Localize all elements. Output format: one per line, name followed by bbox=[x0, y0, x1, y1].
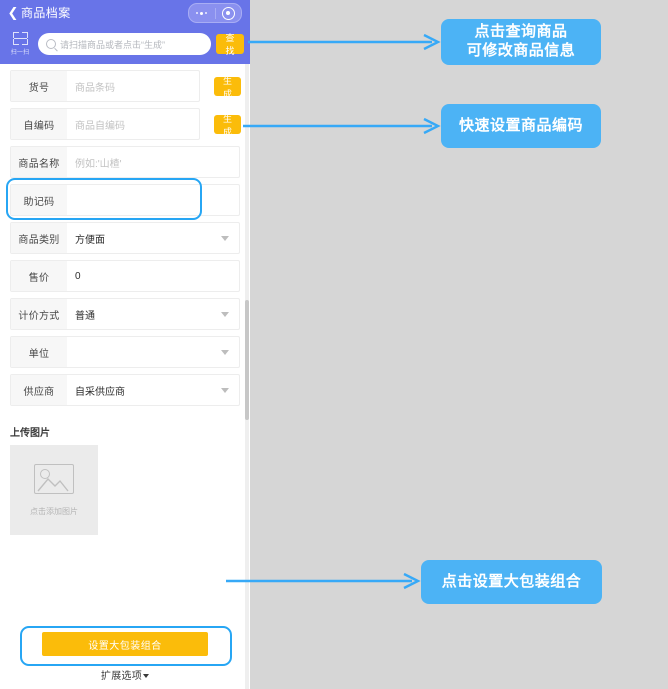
callout-line: 点击设置大包装组合 bbox=[441, 572, 582, 590]
form-row-8: 供应商自采供应商 bbox=[10, 374, 240, 406]
mini-program-screen: ❮ 商品档案 扫一扫 请扫描商品或者点击“生成” bbox=[0, 0, 250, 689]
form-row-1: 自编码商品自编码 生成 bbox=[10, 108, 241, 140]
find-button[interactable]: 查找 bbox=[216, 33, 244, 56]
capsule-divider bbox=[214, 7, 216, 19]
search-bar: 扫一扫 请扫描商品或者点击“生成” 查找 bbox=[0, 24, 250, 64]
callout-line: 可修改商品信息 bbox=[466, 42, 576, 59]
form-row-4: 商品类别方便面 bbox=[10, 222, 240, 254]
field-input-value[interactable] bbox=[67, 185, 239, 215]
callout-big-package: 点击设置大包装组合 bbox=[421, 560, 602, 604]
field-label: 助记码 bbox=[11, 185, 67, 215]
more-menu-button[interactable] bbox=[189, 4, 215, 22]
chevron-down-icon bbox=[221, 387, 229, 393]
field-input-value[interactable]: 商品条码 bbox=[75, 82, 115, 94]
callout-self-code: 快速设置商品编码 bbox=[441, 104, 601, 148]
field-select-value[interactable]: 普通 bbox=[75, 310, 95, 322]
field-input-value[interactable]: 例如:'山楂' bbox=[75, 158, 122, 170]
field-select-value[interactable] bbox=[67, 337, 221, 367]
expand-options-toggle[interactable]: 扩展选项 bbox=[0, 667, 250, 682]
chevron-down-icon bbox=[221, 235, 229, 241]
scan-code-icon bbox=[12, 32, 28, 45]
form-row-0: 货号商品条码 生成 bbox=[10, 70, 241, 102]
arrow-right-icon-3 bbox=[226, 572, 421, 590]
set-big-package-button[interactable]: 设置大包装组合 bbox=[42, 632, 208, 656]
search-icon bbox=[46, 39, 56, 49]
field-label: 供应商 bbox=[11, 375, 67, 405]
upload-section-title: 上传图片 bbox=[10, 428, 50, 439]
arrow-right-icon-1 bbox=[248, 33, 441, 51]
product-form: 货号商品条码生成自编码商品自编码生成商品名称例如:'山楂'助记码商品类别方便面售… bbox=[0, 64, 250, 689]
callout-line: 点击查询商品 bbox=[474, 23, 568, 41]
field-select-value[interactable]: 方便面 bbox=[75, 234, 105, 246]
field-select-value[interactable]: 自采供应商 bbox=[75, 386, 125, 398]
form-row-6: 计价方式普通 bbox=[10, 298, 240, 330]
field-label: 单位 bbox=[11, 337, 67, 367]
field-input-value[interactable]: 商品自编码 bbox=[75, 120, 125, 132]
close-miniprogram-button[interactable] bbox=[216, 4, 242, 22]
wechat-capsule-bar bbox=[188, 3, 242, 23]
form-field-list: 货号商品条码生成自编码商品自编码生成商品名称例如:'山楂'助记码商品类别方便面售… bbox=[0, 70, 250, 406]
scrollbar-thumb[interactable] bbox=[245, 300, 249, 420]
form-row-3: 助记码 bbox=[10, 184, 240, 216]
image-placeholder-icon bbox=[34, 463, 74, 494]
field-label: 自编码 bbox=[11, 109, 67, 139]
more-dots-icon bbox=[196, 11, 208, 15]
search-placeholder: 请扫描商品或者点击“生成” bbox=[60, 39, 165, 50]
field-label: 计价方式 bbox=[11, 299, 67, 329]
scan-code-button[interactable]: 扫一扫 bbox=[7, 32, 33, 56]
chevron-down-icon bbox=[221, 349, 229, 355]
navigation-bar: ❮ 商品档案 bbox=[0, 0, 250, 24]
callout-line: 快速设置商品编码 bbox=[458, 116, 583, 134]
generate-button[interactable]: 生成 bbox=[214, 76, 241, 99]
field-input-value[interactable]: 0 bbox=[75, 270, 81, 282]
form-row-7: 单位 bbox=[10, 336, 240, 368]
field-label: 商品类别 bbox=[11, 223, 67, 253]
chevron-down-icon bbox=[221, 311, 229, 317]
upload-image-button[interactable]: 点击添加图片 bbox=[10, 445, 98, 535]
scan-label: 扫一扫 bbox=[10, 50, 30, 56]
expand-options-label: 扩展选项 bbox=[100, 671, 143, 682]
upload-image-label: 点击添加图片 bbox=[30, 506, 78, 516]
page-title: 商品档案 bbox=[21, 5, 71, 20]
arrow-right-icon-2 bbox=[243, 117, 441, 135]
back-icon[interactable]: ❮ bbox=[7, 4, 19, 20]
field-label: 商品名称 bbox=[11, 147, 67, 177]
target-circle-icon bbox=[221, 6, 235, 20]
form-row-2: 商品名称例如:'山楂' bbox=[10, 146, 240, 178]
search-input[interactable]: 请扫描商品或者点击“生成” bbox=[38, 33, 211, 55]
caret-down-icon bbox=[143, 674, 150, 679]
callout-search-product: 点击查询商品可修改商品信息 bbox=[441, 19, 601, 65]
field-label: 售价 bbox=[11, 261, 67, 291]
form-row-5: 售价 0 bbox=[10, 260, 240, 292]
field-label: 货号 bbox=[11, 71, 67, 101]
generate-button[interactable]: 生成 bbox=[214, 114, 241, 137]
